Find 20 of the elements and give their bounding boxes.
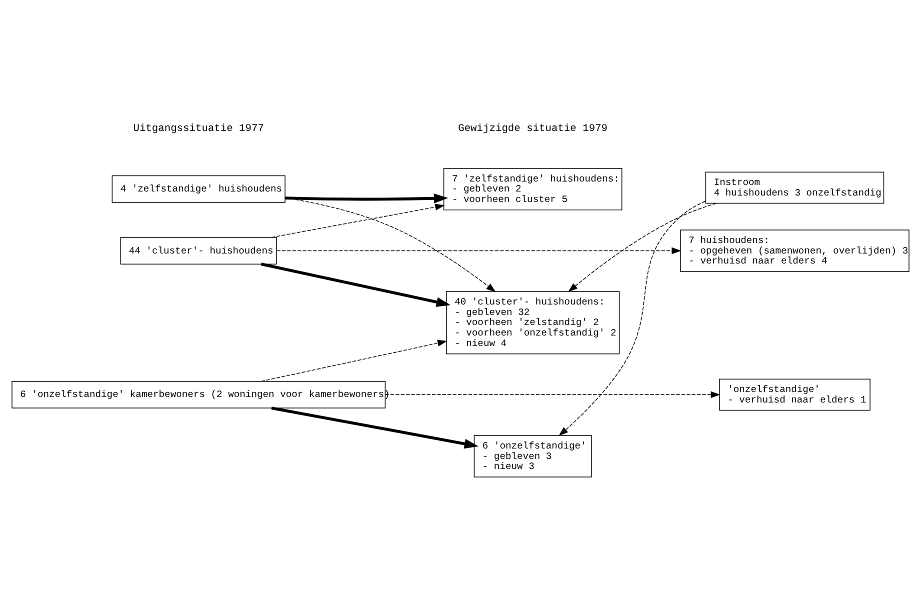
node-box: 7 huishoudens: - opgeheven (samenwonen, overlijden) 3 - verhuisd naar elders 4 [680, 230, 910, 272]
arrow [285, 193, 448, 204]
arrow [271, 406, 479, 449]
arrow [271, 204, 445, 238]
label: Gewijzigde situatie 1979 [458, 123, 608, 136]
arrow [260, 340, 448, 382]
arrow [384, 391, 720, 398]
node-box: 40 'cluster'- huishoudens: - gebleven 32 - voorheen 'zelstandig' 2 - voorheen 'onzelfstandig' 2 - nieuw 4 [446, 291, 620, 354]
node-box: 6 'onzelfstandige' - gebleven 3 - nieuw 3 [474, 435, 592, 478]
node-box: 'onzelfstandige' - verhuisd naar elders 1 [719, 378, 870, 411]
arrow [568, 202, 717, 292]
arrow [276, 247, 682, 254]
arrow [260, 262, 451, 307]
arrow [558, 200, 706, 436]
label: Uitgangssituatie 1977 [133, 123, 264, 136]
node-box: 7 'zelfstandige' huishoudens: - gebleven 2 - voorheen cluster 5 [443, 168, 622, 210]
node-box: 44 'cluster'- huishoudens [120, 237, 277, 264]
node-box: 4 'zelfstandige' huishoudens [112, 175, 286, 203]
arrow [284, 197, 496, 292]
node-box: Instroom 4 huishoudens 3 onzelfstandig [705, 172, 884, 204]
